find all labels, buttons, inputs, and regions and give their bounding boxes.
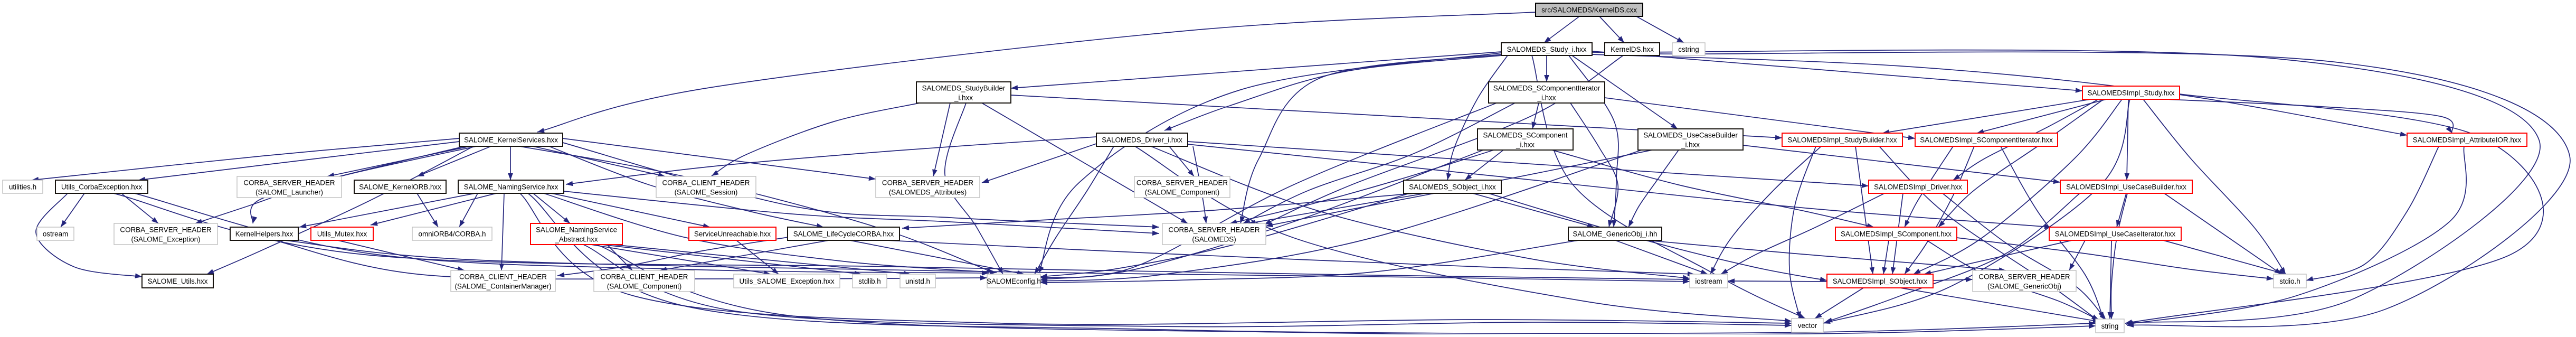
svg-text:_i.hxx: _i.hxx: [1681, 141, 1700, 149]
svg-text:CORBA_CLIENT_HEADER: CORBA_CLIENT_HEADER: [662, 179, 750, 187]
svg-text:SALOMEDS_UseCaseBuilder: SALOMEDS_UseCaseBuilder: [1643, 132, 1738, 139]
svg-text:Utils_Mutex.hxx: Utils_Mutex.hxx: [317, 230, 367, 238]
svg-text:SALOMEDSImpl_SComponentIterato: SALOMEDSImpl_SComponentIterator.hxx: [1920, 136, 2053, 144]
svg-text:Utils_CorbaException.hxx: Utils_CorbaException.hxx: [61, 183, 143, 191]
svg-text:stdlib.h: stdlib.h: [858, 277, 880, 285]
svg-text:SALOMEconfig.h: SALOMEconfig.h: [987, 277, 1041, 285]
svg-text:_Abstract.hxx: _Abstract.hxx: [554, 236, 598, 244]
svg-text:Utils_SALOME_Exception.hxx: Utils_SALOME_Exception.hxx: [739, 277, 834, 285]
svg-text:SALOMEDSImpl_SObject.hxx: SALOMEDSImpl_SObject.hxx: [1833, 277, 1928, 285]
svg-text:(SALOME_Component): (SALOME_Component): [607, 283, 681, 291]
svg-text:KernelHelpers.hxx: KernelHelpers.hxx: [235, 230, 293, 238]
svg-text:unistd.h: unistd.h: [905, 277, 930, 285]
svg-text:(SALOME_Component): (SALOME_Component): [1145, 189, 1219, 196]
svg-text:_i.hxx: _i.hxx: [1516, 141, 1535, 149]
svg-text:CORBA_SERVER_HEADER: CORBA_SERVER_HEADER: [120, 226, 211, 234]
svg-text:SALOMEDSImpl_Study.hxx: SALOMEDSImpl_Study.hxx: [2088, 89, 2175, 97]
svg-text:iostream: iostream: [1695, 277, 1722, 285]
svg-text:omniORB4/CORBA.h: omniORB4/CORBA.h: [419, 230, 486, 238]
svg-text:SALOME_LifeCycleCORBA.hxx: SALOME_LifeCycleCORBA.hxx: [793, 230, 894, 238]
svg-text:CORBA_SERVER_HEADER: CORBA_SERVER_HEADER: [243, 179, 335, 187]
svg-text:SALOMEDS_StudyBuilder: SALOMEDS_StudyBuilder: [922, 85, 1006, 92]
svg-text:(SALOME_Session): (SALOME_Session): [675, 189, 738, 196]
svg-text:SALOME_KernelServices.hxx: SALOME_KernelServices.hxx: [464, 136, 558, 144]
svg-text:cstring: cstring: [1678, 45, 1699, 53]
svg-text:_i.hxx: _i.hxx: [954, 94, 973, 102]
svg-text:stdio.h: stdio.h: [2279, 277, 2300, 285]
svg-text:(SALOME_Exception): (SALOME_Exception): [131, 236, 201, 244]
svg-text:(SALOMEDS_Attributes): (SALOMEDS_Attributes): [889, 189, 967, 196]
svg-text:KernelDS.hxx: KernelDS.hxx: [1611, 45, 1654, 53]
svg-text:(SALOME_GenericObj): (SALOME_GenericObj): [1987, 283, 2061, 291]
svg-text:ServiceUnreachable.hxx: ServiceUnreachable.hxx: [694, 230, 771, 238]
svg-text:SALOMEDSImpl_StudyBuilder.hxx: SALOMEDSImpl_StudyBuilder.hxx: [1788, 136, 1897, 144]
svg-text:CORBA_CLIENT_HEADER: CORBA_CLIENT_HEADER: [601, 273, 688, 281]
svg-text:CORBA_SERVER_HEADER: CORBA_SERVER_HEADER: [1168, 226, 1259, 234]
svg-text:(SALOMEDS): (SALOMEDS): [1192, 236, 1236, 244]
svg-text:SALOME_NamingService: SALOME_NamingService: [536, 226, 617, 234]
svg-text:SALOMEDS_SComponent: SALOMEDS_SComponent: [1483, 132, 1567, 139]
svg-text:SALOMEDS_SObject_i.hxx: SALOMEDS_SObject_i.hxx: [1409, 183, 1496, 191]
svg-text:ostream: ostream: [43, 230, 68, 238]
svg-text:SALOMEDS_Driver_i.hxx: SALOMEDS_Driver_i.hxx: [1102, 136, 1182, 144]
svg-text:SALOMEDSImpl_SComponent.hxx: SALOMEDSImpl_SComponent.hxx: [1841, 230, 1952, 238]
svg-text:utilities.h: utilities.h: [9, 183, 36, 191]
svg-text:SALOME_Utils.hxx: SALOME_Utils.hxx: [148, 277, 208, 285]
svg-text:string: string: [2101, 322, 2119, 330]
svg-text:SALOMEDSImpl_AttributeIOR.hxx: SALOMEDSImpl_AttributeIOR.hxx: [2413, 136, 2522, 144]
svg-text:(SALOME_Launcher): (SALOME_Launcher): [255, 189, 323, 196]
svg-text:src/SALOMEDS/KernelDS.cxx: src/SALOMEDS/KernelDS.cxx: [1541, 6, 1637, 14]
svg-text:_i.hxx: _i.hxx: [1537, 94, 1556, 102]
svg-text:CORBA_SERVER_HEADER: CORBA_SERVER_HEADER: [1978, 273, 2070, 281]
svg-text:SALOME_GenericObj_i.hh: SALOME_GenericObj_i.hh: [1573, 230, 1657, 238]
svg-text:SALOME_KernelORB.hxx: SALOME_KernelORB.hxx: [359, 183, 441, 191]
svg-text:CORBA_SERVER_HEADER: CORBA_SERVER_HEADER: [1137, 179, 1228, 187]
svg-text:SALOMEDSImpl_UseCaseIterator.h: SALOMEDSImpl_UseCaseIterator.hxx: [2055, 230, 2176, 238]
svg-text:SALOMEDS_Study_i.hxx: SALOMEDS_Study_i.hxx: [1507, 45, 1586, 53]
svg-text:SALOMEDS_SComponentIterator: SALOMEDS_SComponentIterator: [1493, 85, 1600, 92]
svg-text:SALOMEDSImpl_Driver.hxx: SALOMEDSImpl_Driver.hxx: [1874, 183, 1962, 191]
svg-text:vector: vector: [1798, 322, 1817, 330]
svg-text:CORBA_CLIENT_HEADER: CORBA_CLIENT_HEADER: [459, 273, 547, 281]
svg-text:CORBA_SERVER_HEADER: CORBA_SERVER_HEADER: [882, 179, 973, 187]
svg-text:SALOME_NamingService.hxx: SALOME_NamingService.hxx: [464, 183, 558, 191]
svg-text:SALOMEDSImpl_UseCaseBuilder.hx: SALOMEDSImpl_UseCaseBuilder.hxx: [2066, 183, 2186, 191]
svg-text:(SALOME_ContainerManager): (SALOME_ContainerManager): [454, 283, 551, 291]
